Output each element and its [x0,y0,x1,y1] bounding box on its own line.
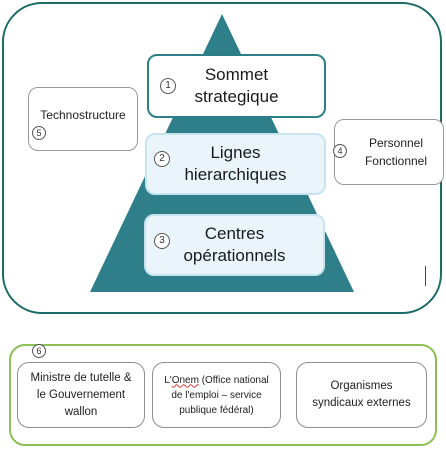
onem-line2: de l'emploi – service [171,389,262,401]
tier-number-3: 3 [154,233,170,249]
onem-word: Onem [171,374,199,386]
tier-label-line2: strategique [194,87,279,106]
onem-line3: publique fédéral) [179,404,254,416]
organismes-line1: Organismes [330,380,393,392]
tier-number-2: 2 [154,151,170,167]
personnel-label-line2: Fonctionnel [364,154,428,168]
tier-number-1: 1 [160,78,176,94]
ministre-line2: le Gouvernement [36,388,126,401]
personnel-label-line1: Personnel [368,136,424,150]
tier-label-line1: Lignes [210,143,261,162]
external-organisms-frame [9,344,437,446]
technostructure-number: 5 [32,126,46,140]
technostructure-label: Technostructure [40,108,126,122]
tier-lignes-hierarchiques[interactable]: Lignes hierarchiques [145,133,326,195]
onem-line1-rest: (Office national [198,374,269,386]
tier-sommet-strategique[interactable]: Sommet strategique [147,54,326,118]
external-number: 6 [32,344,46,358]
personnel-fonctionnel-box[interactable]: Personnel Fonctionnel [334,119,444,185]
ministre-line3: wallon [64,405,98,418]
onem-line1-prefix: L' [164,374,172,386]
technostructure-box[interactable]: Technostructure [28,87,138,151]
tier-label-line2: hierarchiques [184,165,287,184]
organismes-line2: syndicaux externes [312,397,411,409]
personnel-number: 4 [333,144,347,158]
tier-label-line2: opérationnels [183,246,286,265]
tier-label-line1: Centres [204,224,265,243]
onem-line1: L'Onem (Office national [164,373,269,388]
ministre-box[interactable]: Ministre de tutelle & le Gouvernement wa… [17,362,145,428]
onem-box[interactable]: L'Onem (Office national de l'emploi – se… [152,362,281,428]
text-cursor [425,266,426,286]
ministre-line1: Ministre de tutelle & [30,371,132,384]
tier-centres-operationnels[interactable]: Centres opérationnels [144,214,325,276]
tier-label-line1: Sommet [204,65,269,84]
organismes-syndicaux-box[interactable]: Organismes syndicaux externes [296,362,427,428]
